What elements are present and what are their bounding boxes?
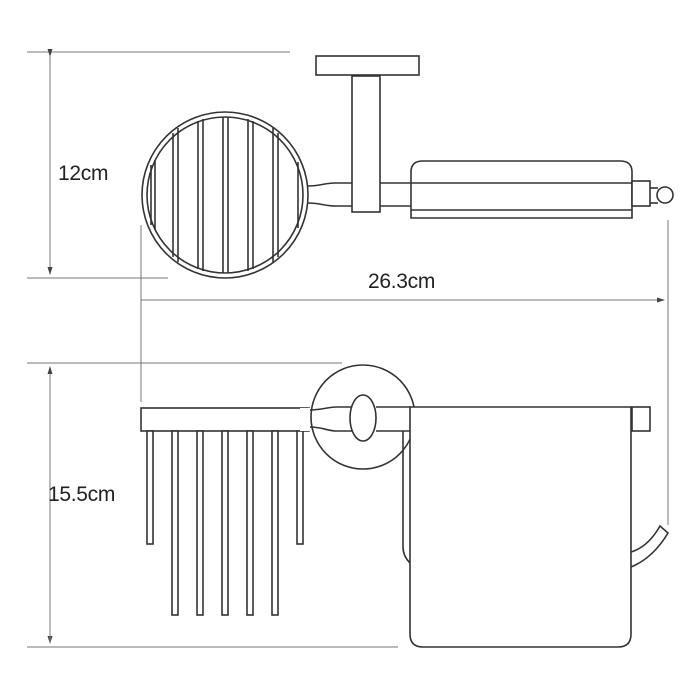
end-cap-front <box>631 406 651 432</box>
paper-cover-front <box>409 406 632 648</box>
depth-label: 12cm <box>58 162 109 185</box>
wall-post <box>351 75 381 213</box>
height-dimension <box>27 362 398 648</box>
brush-basket-top <box>141 111 309 279</box>
holder-hook <box>630 524 670 568</box>
top-view <box>27 49 674 525</box>
flange-boss <box>349 394 377 442</box>
front-view <box>27 362 670 648</box>
depth-dimension <box>27 49 290 279</box>
width-label: 26.3cm <box>368 270 436 293</box>
wall-plate-top <box>315 55 420 76</box>
basket-wires <box>150 117 299 273</box>
end-cap-top <box>631 180 651 207</box>
end-knob <box>656 186 674 204</box>
height-label: 15.5cm <box>48 483 116 506</box>
brush-holder-front <box>140 407 310 616</box>
width-dimension <box>140 220 669 525</box>
paper-cover-top <box>410 160 633 219</box>
